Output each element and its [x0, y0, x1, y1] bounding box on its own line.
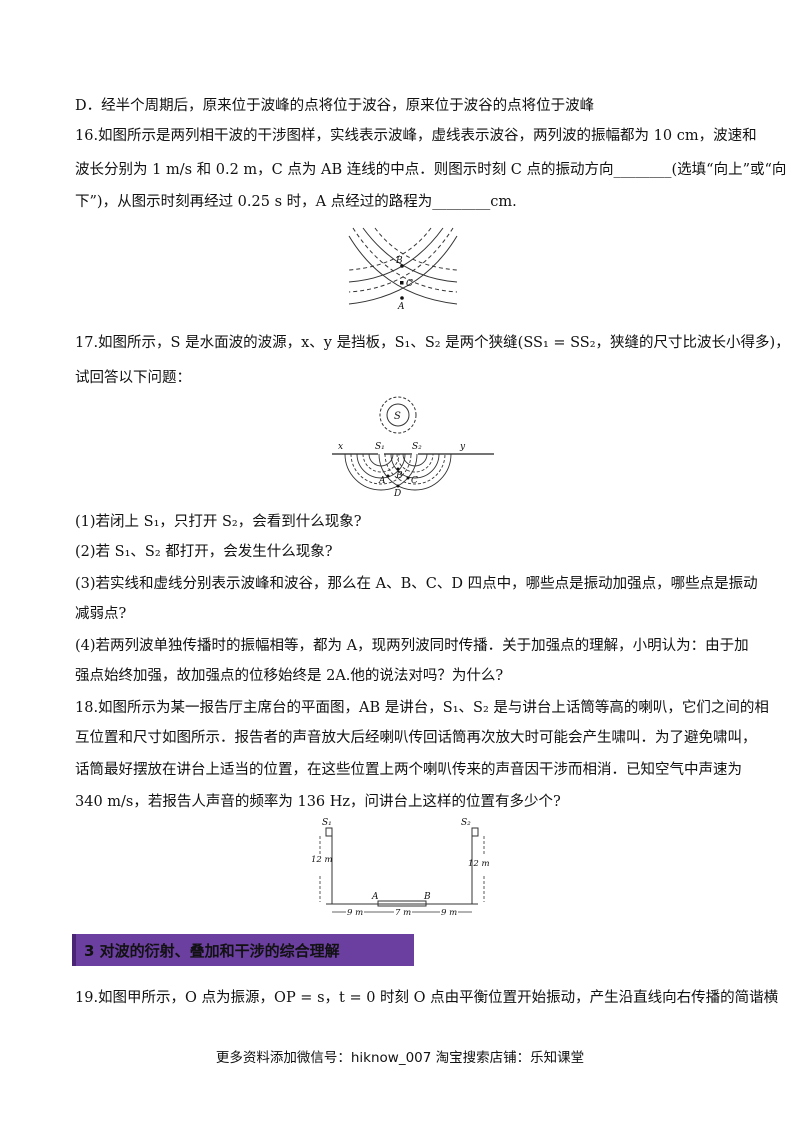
point-b — [400, 264, 404, 268]
label-y: y — [459, 442, 466, 452]
q18-line-4: 340 m/s，若报告人声音的频率为 136 Hz，问讲台上这样的位置有多少个? — [75, 794, 561, 810]
q18-line-2: 互位置和尺寸如图所示．报告者的声音放大后经喇叭传回话筒再次放大时可能会产生啸叫．… — [75, 730, 757, 746]
dist-right: 9 m — [441, 908, 457, 918]
label-s: S — [394, 411, 401, 422]
label-x: x — [338, 442, 343, 452]
label-b: B — [423, 892, 431, 902]
q16-line-2: 波长分别为 1 m/s 和 0.2 m，C 点为 AB 连线的中点．则图示时刻 … — [75, 162, 787, 178]
q16-line-3: 下”)，从图示时刻再经过 0.25 s 时，A 点经过的路程为________c… — [75, 194, 517, 210]
q17-part1: (1)若闭上 S₁，只打开 S₂，会看到什么现象? — [75, 514, 362, 530]
q19-line-1: 19.如图甲所示，O 点为振源，OP = s，t = 0 时刻 O 点由平衡位置… — [75, 990, 779, 1006]
height-right: 12 m — [468, 859, 490, 869]
q18-stage-figure: S₁ S₂ 12 m 12 m A B — [312, 814, 492, 920]
height-left: 12 m — [312, 855, 333, 865]
q17-line-1: 17.如图所示，S 是水面波的波源，x、y 是挡板，S₁、S₂ 是两个狭缝(SS… — [75, 335, 790, 351]
label-s1: S₁ — [375, 442, 385, 452]
label-s2: S₂ — [412, 442, 422, 452]
label-b: B — [395, 471, 403, 481]
dist-left: 9 m — [347, 908, 363, 918]
label-s1: S₁ — [322, 818, 332, 828]
label-a: A — [397, 302, 405, 312]
page-footer: 更多资料添加微信号：hiknow_007 淘宝搜索店铺：乐知课堂 — [215, 1050, 585, 1066]
section-heading: 3 对波的衍射、叠加和干涉的综合理解 — [84, 942, 340, 960]
q17-double-slit-figure: S x S₁ S₂ y A B — [328, 394, 498, 502]
section-heading-bar: 3 对波的衍射、叠加和干涉的综合理解 — [72, 934, 414, 966]
label-s2: S₂ — [461, 818, 471, 828]
label-c: C — [406, 279, 413, 289]
option-d-line: D．经半个周期后，原来位于波峰的点将位于波谷，原来位于波谷的点将位于波峰 — [75, 98, 595, 114]
q16-interference-figure: B C A — [345, 226, 460, 312]
label-d: D — [393, 489, 401, 499]
label-a: A — [371, 892, 379, 902]
q17-part4-line-2: 强点始终加强，故加强点的位移始终是 2A.他的说法对吗？为什么? — [75, 668, 504, 684]
q17-part3-line-2: 减弱点? — [75, 606, 127, 622]
label-a: A — [378, 476, 386, 486]
point-c — [400, 281, 404, 285]
q17-part4-line-1: (4)若两列波单独传播时的振幅相等，都为 A，现两列波同时传播．关于加强点的理解… — [75, 638, 749, 654]
q18-line-1: 18.如图所示为某一报告厅主席台的平面图，AB 是讲台，S₁、S₂ 是与讲台上话… — [75, 700, 769, 716]
label-b: B — [395, 256, 403, 266]
q17-line-2: 试回答以下问题： — [75, 370, 191, 386]
q17-part2: (2)若 S₁、S₂ 都打开，会发生什么现象? — [75, 544, 333, 560]
q16-line-1: 16.如图所示是两列相干波的干涉图样，实线表示波峰，虚线表示波谷，两列波的振幅都… — [75, 128, 757, 144]
label-c: C — [411, 476, 418, 486]
q17-part3-line-1: (3)若实线和虚线分别表示波峰和波谷，那么在 A、B、C、D 四点中，哪些点是振… — [75, 576, 758, 592]
q18-line-3: 话筒最好摆放在讲台上适当的位置，在这些位置上两个喇叭传来的声音因干涉而相消．已知… — [75, 762, 742, 778]
point-a — [400, 296, 404, 300]
dist-mid: 7 m — [395, 908, 411, 918]
